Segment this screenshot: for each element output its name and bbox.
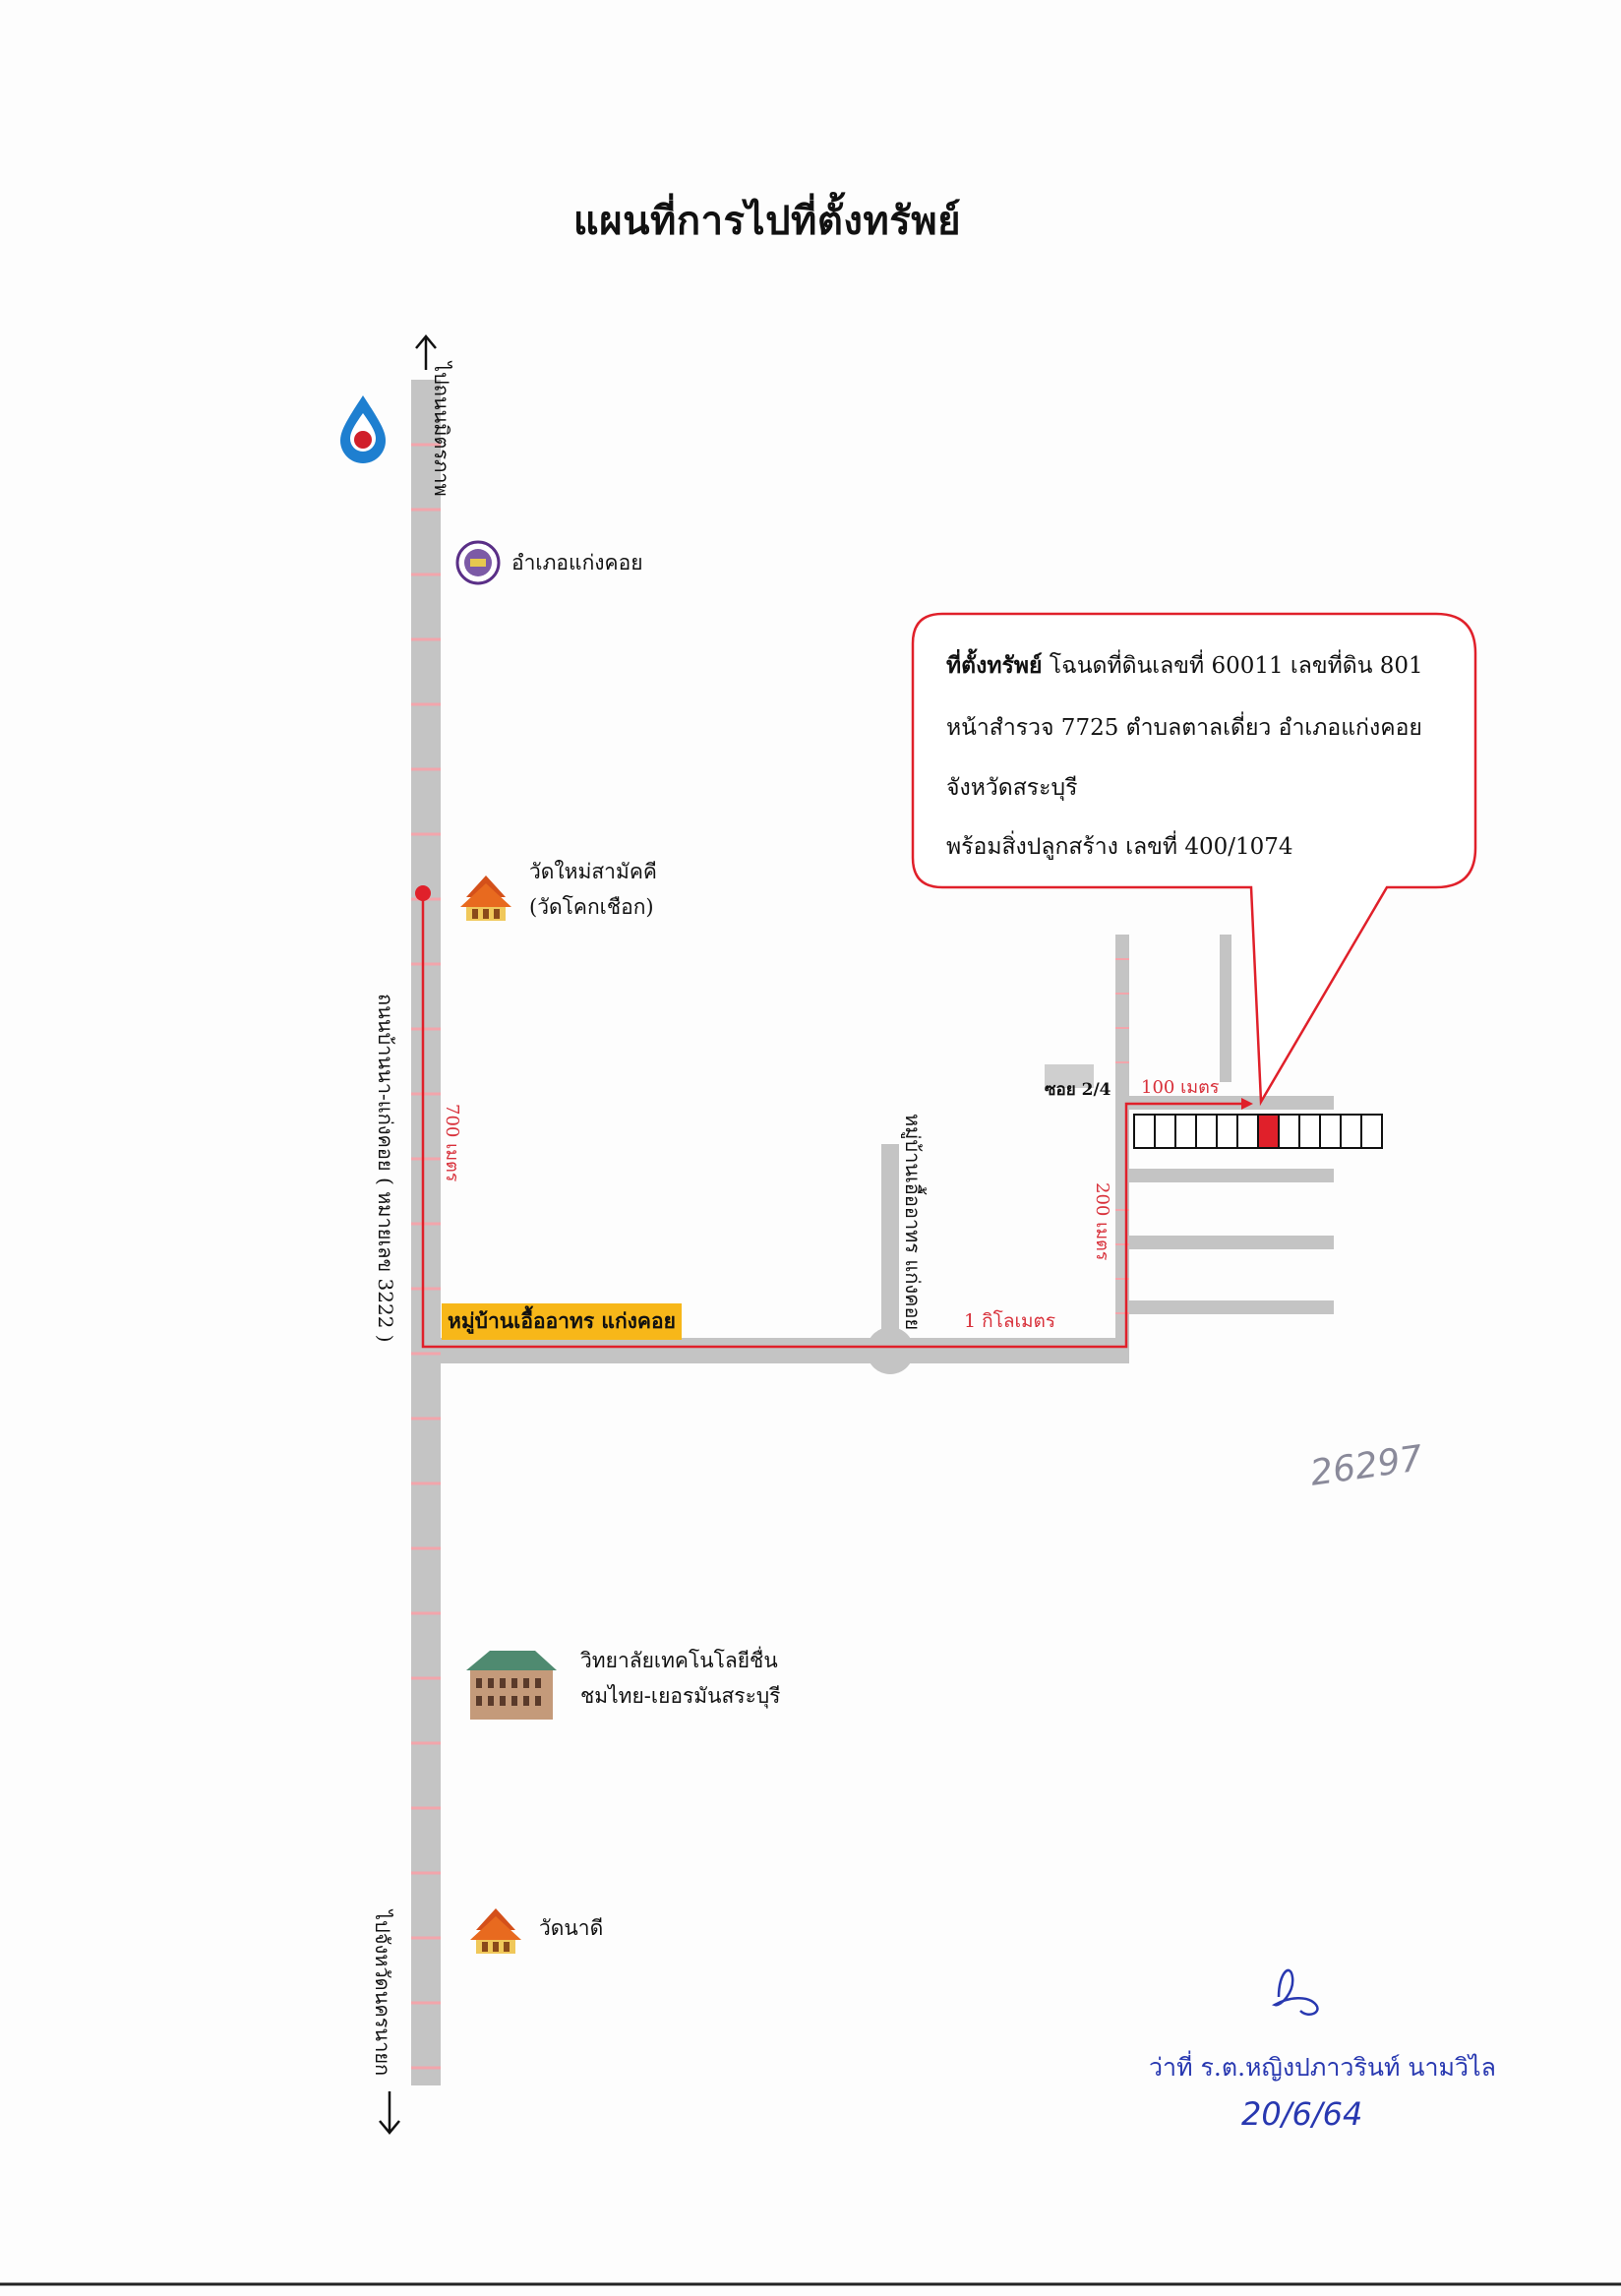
soi-sign-box — [1045, 1064, 1094, 1088]
temple-label-line2: (วัดโคกเชือก) — [529, 895, 654, 919]
temple-icon — [470, 1908, 521, 1954]
soi-label: ซอย 2/4 — [1045, 1080, 1111, 1100]
callout-bubble — [911, 612, 1477, 1107]
callout-label: ที่ตั้งทรัพย์ — [946, 652, 1043, 679]
north-arrow-icon — [415, 334, 437, 370]
village-sign: หมู่บ้านเอื้ออาทร แก่งคอย — [442, 1303, 682, 1340]
village-road — [441, 1338, 1129, 1363]
signature-mark — [1271, 1968, 1319, 2016]
north-direction-label: ไปถนนมิตรภาพ — [430, 362, 453, 497]
temple2-label: วัดนาดี — [539, 1916, 604, 1940]
callout-line1: ที่ตั้งทรัพย์ โฉนดที่ดินเลขที่ 60011 เลข… — [946, 639, 1423, 693]
roundabout — [867, 1327, 914, 1374]
ptt-gas-station-icon — [340, 395, 386, 463]
south-arrow-icon — [379, 2091, 400, 2135]
signer-name: ว่าที่ ร.ต.หญิงปภาวรินท์ นามวิไล — [1149, 2053, 1496, 2082]
subject-plot — [1257, 1114, 1280, 1149]
main-road-dashes — [411, 443, 441, 2070]
main-road — [411, 380, 441, 2085]
signature-date: 20/6/64 — [1241, 2095, 1363, 2133]
temple-icon — [460, 876, 511, 921]
temple-label-line1: วัดใหม่สามัคคี — [529, 860, 657, 883]
upper-side-road — [1220, 935, 1231, 1082]
village-side-road-label: หมู่บ้านเอื้ออาทร แก่งคอย — [901, 1114, 925, 1331]
soi-row-4 — [1129, 1300, 1334, 1314]
townhouse-row — [1133, 1114, 1383, 1149]
district-label: อำเภอแก่งคอย — [511, 551, 643, 574]
distance-1km: 1 กิโลเมตร — [964, 1310, 1056, 1332]
soi-row-3 — [1129, 1236, 1334, 1249]
main-road-label: ถนนบ้านนา-แก่งคอย ( หมายเลข 3222 ) — [374, 994, 397, 1343]
village-side-road — [881, 1144, 899, 1341]
callout-line2: หน้าสำรวจ 7725 ตำบลตาลเดี่ยว อำเภอแก่งคอ… — [946, 715, 1422, 741]
district-seal-icon — [455, 540, 501, 585]
route-arrow-icon — [1241, 1098, 1253, 1110]
callout-line3: จังหวัดสระบุรี — [946, 775, 1078, 801]
college-label-line2: ชมไทย-เยอรมันสระบุรี — [580, 1684, 781, 1708]
distance-700m: 700 เมตร — [442, 1104, 462, 1182]
route-line — [421, 893, 1249, 1349]
distance-100m: 100 เมตร — [1141, 1077, 1220, 1098]
callout-line4: พร้อมสิ่งปลูกสร้าง เลขที่ 400/1074 — [946, 834, 1293, 860]
distance-200m: 200 เมตร — [1092, 1182, 1112, 1261]
college-building-icon — [466, 1651, 557, 1720]
college-label-line1: วิทยาลัยเทคโนโลยีชื่น — [580, 1649, 778, 1672]
south-direction-label: ไปจังหวัดนครนายก — [371, 1910, 394, 2077]
callout-deed: โฉนดที่ดินเลขที่ 60011 เลขที่ดิน 801 — [1042, 653, 1423, 679]
route-start-dot — [415, 885, 431, 901]
map-title: แผนที่การไปที่ตั้งทรัพย์ — [572, 198, 962, 244]
soi-row-2 — [1129, 1169, 1334, 1182]
